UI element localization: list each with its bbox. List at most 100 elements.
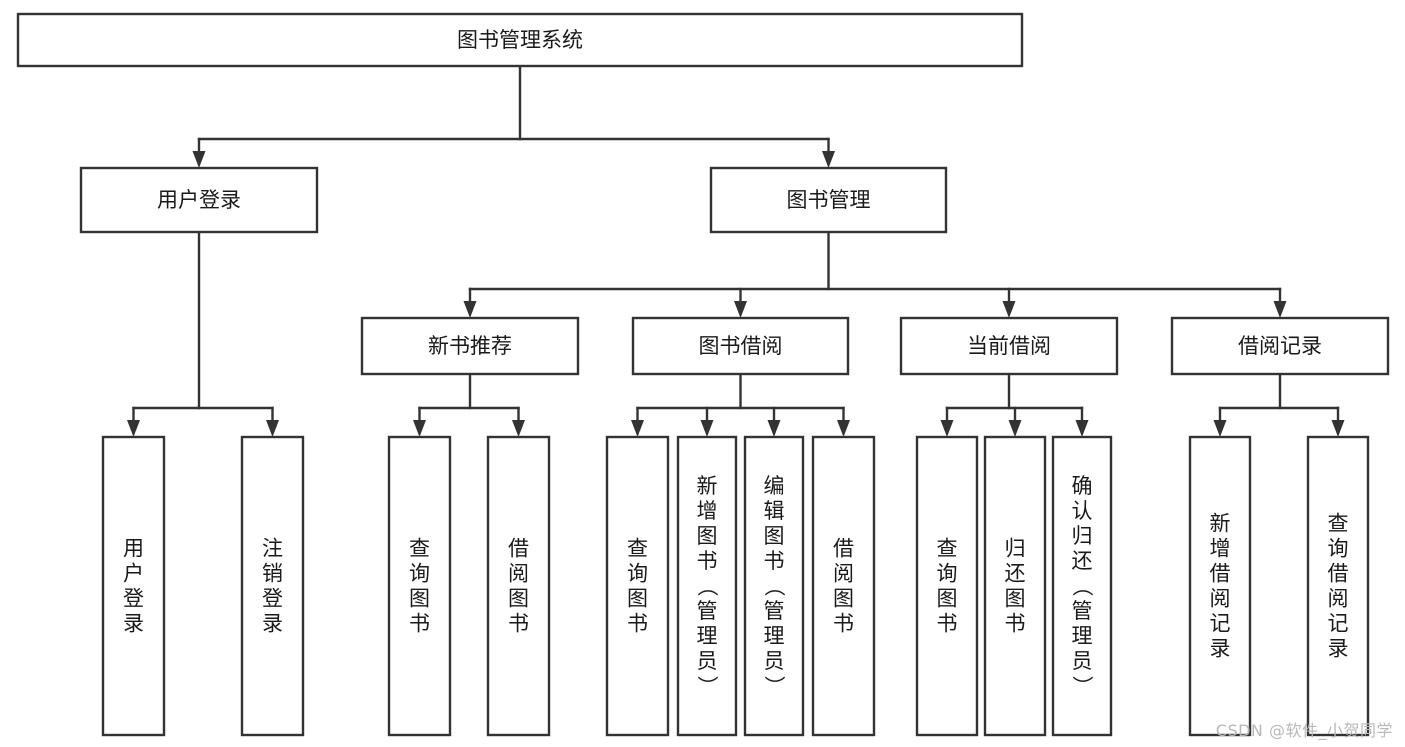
edge-group-root [192,64,835,168]
node-label-char: 员 [697,649,718,673]
node-label-char: 还 [1005,562,1026,586]
node-leaf-user-logout[interactable]: 注销登录注销登录 [0,0,305,737]
node-leaf-query-book-3[interactable]: 查询图书查询图书 [0,0,979,737]
node-label-char: 记 [1328,612,1349,636]
node-label-char: 询 [1328,537,1349,561]
node-box-leaf-borrow-book-1 [486,435,551,737]
node-book-borrow[interactable]: 图书借阅 [631,316,850,376]
node-label-char: 管 [764,599,785,623]
arrow-head-icon [822,151,835,168]
node-label-char: 阅 [1328,587,1349,611]
node-label-book-manage: 图书管理 [787,188,871,212]
node-label-char: ） [762,676,786,697]
arrow-head-icon [127,420,140,437]
node-box-user-login [79,166,319,234]
node-label-char: 图 [937,587,958,611]
node-box-leaf-borrow-book-2 [811,435,876,737]
arrow-head-icon [734,301,747,318]
node-label-char: 书 [937,612,958,636]
node-leaf-return-book[interactable]: 归还图书归还图书 [0,0,1047,737]
node-leaf-borrow-book-2[interactable]: 借阅图书借阅图书 [0,0,876,737]
node-label-char: 图 [409,587,430,611]
node-label-char: （ [1070,576,1094,597]
node-box-leaf-user-login [101,435,166,737]
node-label-char: 登 [123,587,144,611]
node-label-char: 查 [1328,512,1349,536]
node-label-char: 确 [1072,474,1093,498]
node-label-char: 登 [262,587,283,611]
node-label-char: 图 [1005,587,1026,611]
arrow-head-icon [192,151,206,168]
node-label-char: 新 [697,474,718,498]
node-label-char: 图 [508,587,529,611]
edge-group-borrow-record [1213,372,1345,437]
node-label-char: 录 [1210,637,1231,661]
arrow-head-icon [700,420,714,437]
node-box-root [16,12,1024,68]
node-label-char: 新 [1210,512,1231,536]
node-box-leaf-query-book-1 [387,435,452,737]
node-box-leaf-edit-book [743,435,805,737]
node-box-current-borrow [899,316,1119,376]
node-label-char: 书 [508,612,529,636]
node-label-char: 归 [1005,537,1026,561]
node-label-user-login: 用户登录 [157,188,241,212]
node-leaf-user-login[interactable]: 用户登录用户登录 [0,0,166,737]
node-new-book-recommend[interactable]: 新书推荐 [360,316,580,376]
node-label-char: 记 [1210,612,1231,636]
node-label-char: （ [762,576,786,597]
node-label-char: 用 [123,537,144,561]
node-label-char: 管 [697,599,718,623]
node-box-borrow-record [1170,316,1390,376]
arrow-head-icon [1002,301,1016,318]
node-label-book-borrow: 图书借阅 [699,334,783,358]
node-label-char: 员 [1072,649,1093,673]
node-label-char: 图 [627,587,648,611]
node-box-leaf-add-record [1188,435,1252,737]
node-current-borrow[interactable]: 当前借阅 [899,316,1119,376]
node-label-char: 录 [1328,637,1349,661]
node-box-leaf-return-book [983,435,1047,737]
node-box-leaf-query-book-3 [915,435,979,737]
arrow-head-icon [1075,420,1089,437]
node-root[interactable]: 图书管理系统 [16,12,1024,68]
node-label-char: 图 [764,524,785,548]
node-label-char: 员 [764,649,785,673]
arrow-head-icon [1008,420,1022,437]
node-label-char: 录 [262,612,283,636]
node-label-char: 录 [123,612,144,636]
edge-group-book-borrow [631,372,850,437]
node-label-current-borrow: 当前借阅 [967,334,1051,358]
arrow-head-icon [837,420,850,437]
node-user-login[interactable]: 用户登录 [79,166,319,234]
node-box-leaf-add-book [676,435,738,737]
node-label-char: 编 [764,474,785,498]
node-leaf-query-record[interactable]: 查询借阅记录查询借阅记录 [0,0,1370,737]
node-box-leaf-user-logout [240,435,305,737]
node-label-char: 书 [697,549,718,573]
node-label-char: 借 [833,537,854,561]
node-box-new-book-recommend [360,316,580,376]
node-label-char: 理 [697,624,718,648]
node-label-char: ） [695,676,719,697]
node-label-char: 书 [627,612,648,636]
node-label-char: 询 [627,562,648,586]
node-label-root: 图书管理系统 [457,28,583,52]
node-leaf-query-book-2[interactable]: 查询图书查询图书 [0,0,670,737]
node-book-manage[interactable]: 图书管理 [709,166,948,234]
node-leaf-query-book-1[interactable]: 查询图书查询图书 [0,0,452,737]
node-label-char: 查 [409,537,430,561]
node-box-book-borrow [631,316,850,376]
node-label-char: （ [695,576,719,597]
node-label-char: 增 [697,499,718,523]
node-label-char: 认 [1072,499,1093,523]
node-leaf-add-record[interactable]: 新增借阅记录新增借阅记录 [0,0,1252,737]
node-leaf-borrow-book-1[interactable]: 借阅图书借阅图书 [0,0,551,737]
edge-group-user-login [127,230,279,437]
node-borrow-record[interactable]: 借阅记录 [1170,316,1390,376]
